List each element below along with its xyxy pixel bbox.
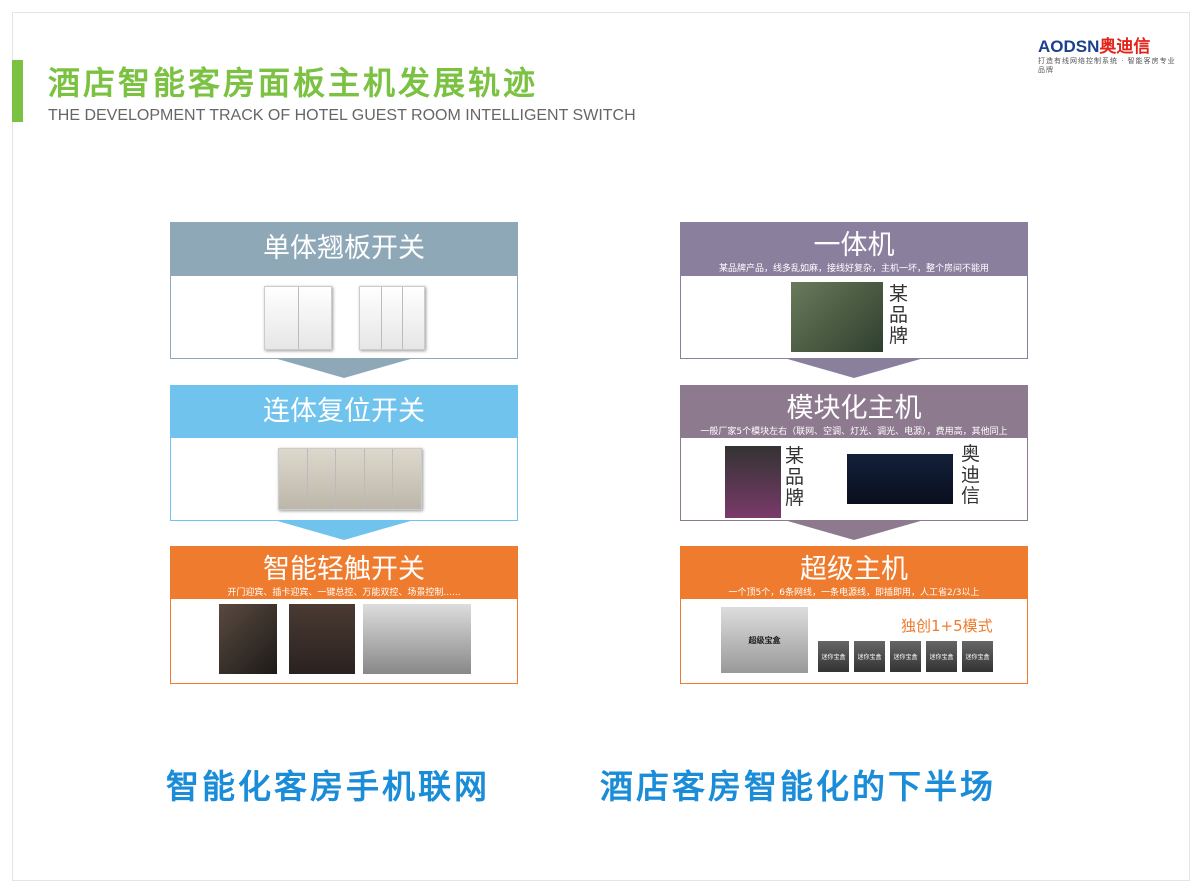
mini-box-image: 迷你宝盒 — [926, 641, 957, 672]
mode-label: 独创1+5模式 — [901, 617, 993, 635]
flow-arrow — [274, 520, 414, 540]
double-rocker-switch-image — [264, 286, 332, 350]
touch-switch-photo-1 — [219, 604, 277, 674]
card-title: 智能轻触开关 — [263, 554, 425, 585]
card-header: 单体翘板开关 — [171, 223, 517, 276]
touch-switch-photo-2 — [289, 604, 355, 674]
card-title: 超级主机 — [800, 554, 908, 585]
card-header: 连体复位开关 — [171, 386, 517, 438]
card-all-in-one: 一体机某品牌产品，线多乱如麻，接线好复杂，主机一坏，整个房间不能用 某品牌 — [680, 222, 1028, 378]
page-title: 酒店智能客房面板主机发展轨迹 — [48, 64, 539, 102]
footer-left-slogan: 智能化客房手机联网 — [166, 767, 490, 806]
brand-logo: AODSN奥迪信 打造有线网络控制系统 · 智能客房专业品牌 — [1038, 32, 1178, 75]
brand-label: 某品牌 — [889, 283, 909, 347]
mini-box-image: 迷你宝盒 — [962, 641, 993, 672]
card-super-host: 超级主机一个顶5个，6条网线，一条电源线，即插即用，人工省2/3以上 超级宝盒 … — [680, 546, 1028, 684]
card-header: 智能轻触开关开门迎宾、插卡迎宾、一键总控、万能双控、场景控制...... — [171, 547, 517, 599]
page-subtitle: THE DEVELOPMENT TRACK OF HOTEL GUEST ROO… — [48, 107, 636, 124]
super-box-image: 超级宝盒 — [721, 607, 808, 673]
other-brand-module-photo — [725, 446, 781, 518]
card-header: 一体机某品牌产品，线多乱如麻，接线好复杂，主机一坏，整个房间不能用 — [681, 223, 1027, 276]
triple-rocker-switch-image — [359, 286, 425, 350]
logo-cn: 奥迪信 — [1099, 37, 1151, 56]
mini-box-image: 迷你宝盒 — [854, 641, 885, 672]
flow-arrow — [274, 358, 414, 378]
card-linked-reset-switch: 连体复位开关 — [170, 385, 518, 540]
brand-label: 某品牌 — [785, 445, 805, 509]
card-description: 开门迎宾、插卡迎宾、一键总控、万能双控、场景控制...... — [227, 588, 461, 598]
footer-right-slogan: 酒店客房智能化的下半场 — [600, 767, 996, 806]
brand-label: 奥迪信 — [961, 443, 981, 507]
card-description: 某品牌产品，线多乱如麻，接线好复杂，主机一坏，整个房间不能用 — [718, 264, 989, 274]
flow-arrow — [784, 520, 924, 540]
flow-arrow — [784, 358, 924, 378]
card-description: 一般厂家5个模块左右（联网、空调、灯光、调光、电源），费用高，其他同上 — [700, 427, 1008, 437]
card-title: 模块化主机 — [786, 393, 922, 424]
title-accent-bar — [12, 60, 23, 122]
card-header: 超级主机一个顶5个，6条网线，一条电源线，即插即用，人工省2/3以上 — [681, 547, 1027, 599]
card-title: 一体机 — [813, 230, 895, 261]
linked-switch-image — [278, 448, 422, 510]
card-title: 单体翘板开关 — [263, 233, 425, 264]
logo-tagline: 打造有线网络控制系统 · 智能客房专业品牌 — [1038, 57, 1176, 74]
card-modular-host: 模块化主机一般厂家5个模块左右（联网、空调、灯光、调光、电源），费用高，其他同上… — [680, 385, 1028, 540]
touch-switch-photo-3 — [363, 604, 471, 674]
all-in-one-photo — [791, 282, 883, 352]
card-title: 连体复位开关 — [263, 396, 425, 427]
aodsn-module-photo — [847, 454, 953, 504]
logo-latin: AODSN — [1038, 37, 1100, 56]
card-description: 一个顶5个，6条网线，一条电源线，即插即用，人工省2/3以上 — [728, 588, 980, 598]
card-smart-touch-switch: 智能轻触开关开门迎宾、插卡迎宾、一键总控、万能双控、场景控制...... — [170, 546, 518, 684]
card-single-rocker-switch: 单体翘板开关 — [170, 222, 518, 378]
card-header: 模块化主机一般厂家5个模块左右（联网、空调、灯光、调光、电源），费用高，其他同上 — [681, 386, 1027, 438]
slide-frame — [12, 12, 1190, 881]
mini-box-image: 迷你宝盒 — [890, 641, 921, 672]
mini-box-image: 迷你宝盒 — [818, 641, 849, 672]
